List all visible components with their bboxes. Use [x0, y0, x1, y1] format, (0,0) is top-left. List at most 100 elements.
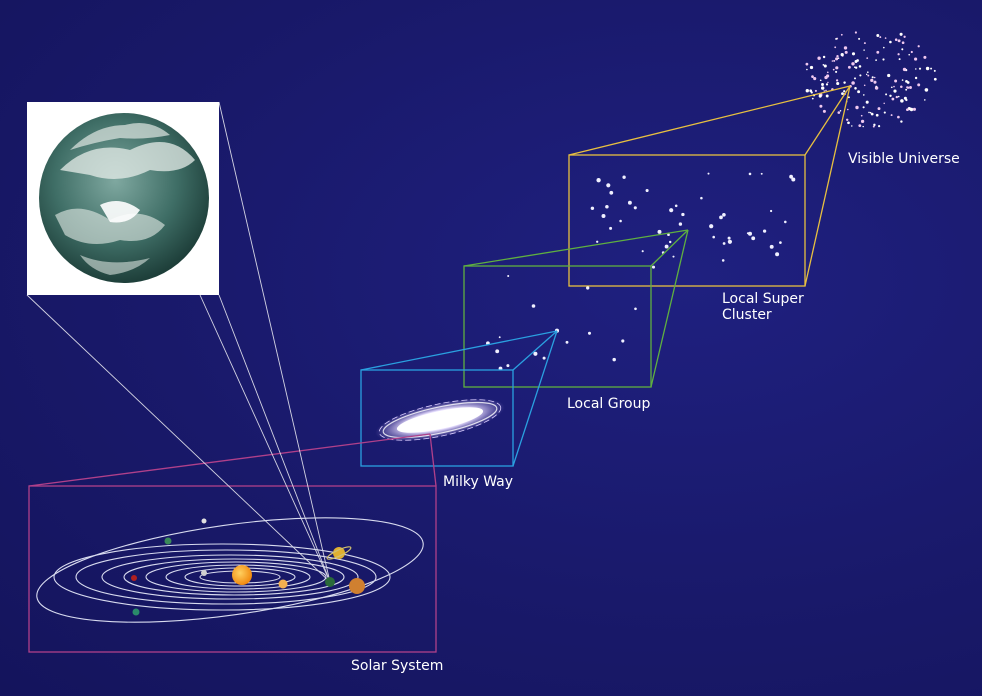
- star-dot: [809, 65, 814, 70]
- star-dot: [840, 33, 843, 36]
- galaxy-dot: [612, 357, 616, 362]
- orbit-line: [53, 543, 391, 611]
- galaxy-dot: [533, 351, 538, 356]
- star-dot: [877, 107, 881, 111]
- star-dot: [821, 86, 825, 90]
- local-super-cluster-frame: [568, 85, 851, 287]
- star-dot: [912, 107, 916, 111]
- star-dot: [832, 68, 835, 71]
- star-dot: [863, 42, 866, 45]
- star-dot: [847, 96, 850, 99]
- galaxy-dot: [727, 236, 731, 240]
- star-dot: [897, 53, 900, 56]
- galaxy-dot: [590, 206, 595, 211]
- milky-way-galaxy: [375, 398, 505, 442]
- star-dot: [819, 79, 822, 82]
- planets: [131, 518, 365, 616]
- star-dot: [822, 55, 826, 59]
- star-dot: [858, 124, 862, 127]
- star-dot: [827, 81, 829, 84]
- star-dot: [894, 79, 898, 83]
- star-dot: [822, 109, 826, 113]
- star-dot: [917, 83, 921, 87]
- star-dot: [917, 45, 920, 48]
- star-dot: [860, 114, 863, 117]
- galaxy-dot: [542, 356, 546, 360]
- star-dot: [836, 81, 840, 86]
- galaxy-dot: [668, 240, 672, 244]
- star-dot: [895, 95, 898, 99]
- galaxy-dot: [712, 235, 715, 239]
- galaxy-dot: [645, 188, 649, 193]
- galaxy-dot: [722, 212, 726, 217]
- galaxy-dot: [507, 274, 510, 278]
- star-dot: [833, 59, 836, 62]
- star-dot: [826, 71, 829, 74]
- super-cluster-galaxies: [590, 172, 796, 269]
- galaxy-dot: [709, 224, 714, 229]
- star-dot: [903, 35, 906, 38]
- star-dot: [854, 31, 857, 34]
- star-dot: [873, 123, 876, 127]
- star-dot: [819, 104, 823, 108]
- sun: [232, 565, 252, 585]
- star-dot: [857, 90, 861, 94]
- orbit-line: [75, 549, 377, 605]
- star-dot: [890, 86, 893, 89]
- galaxy-dot: [657, 229, 662, 234]
- galaxy-dot: [605, 204, 609, 209]
- uranus: [164, 537, 172, 545]
- star-dot: [890, 114, 893, 117]
- star-dot: [839, 110, 842, 112]
- star-dot: [876, 50, 880, 54]
- local-group-galaxies: [486, 274, 637, 371]
- saturn-ring: [326, 546, 352, 560]
- star-dot: [865, 73, 868, 76]
- galaxy-dot: [606, 183, 611, 188]
- star-dot: [882, 58, 885, 61]
- star-dot: [851, 52, 856, 56]
- galaxy-dot: [495, 349, 500, 354]
- star-dot: [843, 90, 846, 93]
- star-dot: [826, 74, 830, 78]
- star-dot: [825, 89, 827, 92]
- star-dot: [865, 100, 869, 104]
- star-dot: [906, 86, 909, 89]
- star-dot: [837, 111, 841, 114]
- orbit-line: [145, 561, 327, 593]
- galaxy-dot: [678, 222, 683, 226]
- star-dot: [908, 53, 910, 56]
- star-dot: [914, 76, 918, 80]
- star-dot: [844, 50, 848, 54]
- galaxy-dot: [596, 178, 601, 183]
- star-dot: [835, 37, 838, 40]
- galaxy-dot: [747, 231, 753, 236]
- star-dot: [836, 54, 839, 58]
- galaxy-dot: [609, 226, 613, 230]
- star-dot: [835, 70, 838, 73]
- star-dot: [834, 46, 837, 49]
- star-dot: [875, 113, 879, 117]
- star-dot: [900, 85, 903, 89]
- galaxy-dot: [746, 232, 749, 235]
- star-dot: [854, 66, 856, 68]
- galaxy-dot: [775, 252, 780, 257]
- label-solar-system: Solar System: [351, 658, 444, 674]
- star-dot: [925, 66, 930, 71]
- star-dot: [858, 37, 861, 40]
- star-dot: [914, 57, 918, 61]
- star-dot: [871, 76, 874, 79]
- galaxy-dot: [789, 174, 793, 179]
- star-dot: [853, 77, 857, 80]
- orbit-line: [36, 517, 424, 623]
- star-dot: [854, 60, 858, 63]
- star-dot: [918, 67, 922, 70]
- star-dot: [884, 37, 887, 39]
- star-dot: [885, 93, 888, 96]
- star-dot: [840, 52, 844, 57]
- star-dot: [805, 89, 809, 93]
- milky-way-frame: [360, 330, 558, 467]
- star-dot: [813, 77, 817, 81]
- star-dot: [873, 76, 876, 79]
